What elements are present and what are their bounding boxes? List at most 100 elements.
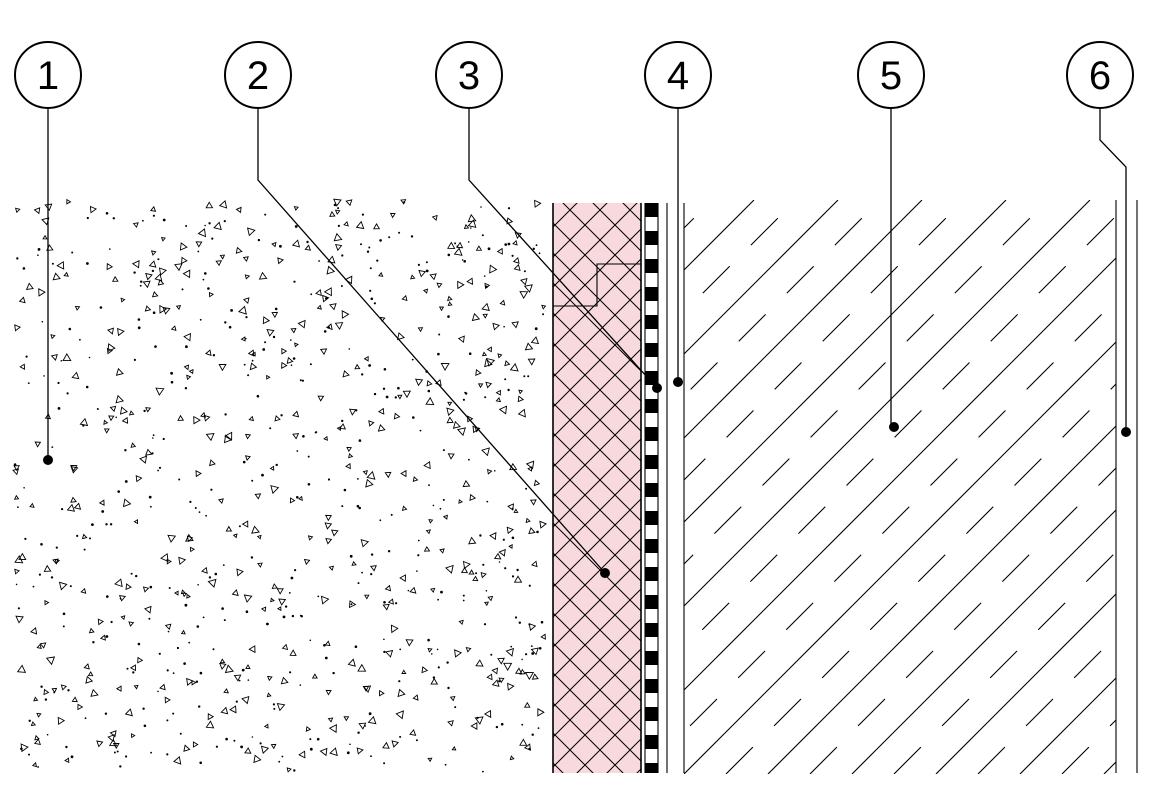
soil-speck [229,705,237,714]
soil-dot [109,248,111,250]
soil-speck [427,647,433,653]
soil-dot [310,293,313,296]
callout-dot-6 [1121,427,1131,437]
soil-dot [504,567,507,570]
soil-speck [505,647,514,657]
soil-speck [519,668,526,675]
soil-dot [361,373,364,376]
soil-speck [401,669,407,674]
soil-speck [131,733,136,739]
soil-speck [89,205,97,214]
soil-dot [143,409,146,413]
soil-dot [179,732,182,735]
soil-speck [266,675,273,682]
soil-speck [518,389,524,395]
soil-speck [244,455,251,461]
soil-speck [364,594,370,600]
soil-speck [280,676,289,685]
soil-speck [523,701,531,708]
membrane-dash [645,231,658,245]
soil-dot [84,717,87,720]
soil-speck [325,323,333,331]
soil-dot [483,275,486,277]
soil-speck [343,716,350,722]
soil-dot [228,325,232,329]
soil-speck [405,639,414,647]
soil-dot [262,348,266,351]
soil-speck [271,241,277,248]
soil-dot [379,239,382,242]
soil-dot [356,504,360,508]
soil-speck [397,688,406,698]
soil-speck [111,275,119,282]
soil-speck [482,313,488,319]
soil-dot [40,543,43,546]
soil-dot [293,769,296,772]
soil-speck [389,212,396,219]
soil-speck [271,311,279,319]
callout-4: 4 [644,41,712,109]
soil-speck [467,213,477,223]
membrane-dash [645,651,658,665]
soil-dot [140,280,143,283]
soil-speck [425,396,435,406]
soil-speck [507,682,515,691]
soil-speck [52,272,61,281]
soil-speck [445,564,454,574]
soil-speck [493,552,502,560]
wall-hatch-line [684,200,923,439]
leader-2 [257,108,606,574]
soil-speck [120,297,126,303]
soil-dot [369,267,372,270]
soil-dot [294,569,297,572]
soil-dot [154,345,157,348]
soil-speck [468,536,477,545]
soil-speck [316,304,322,310]
soil-speck [385,649,394,658]
soil-dot [115,416,117,419]
soil-speck [128,621,135,627]
soil-speck [12,468,20,476]
soil-speck [218,363,227,372]
soil-dot [462,594,465,597]
soil-dot [480,206,482,208]
soil-speck [195,241,203,248]
soil-speck [208,459,216,467]
wall-hatch-dashed-line [893,551,1116,774]
soil-speck [30,721,37,727]
soil-speck [271,583,278,590]
soil-dot [198,705,201,708]
soil-dot [293,280,296,283]
soil-dot [482,563,485,566]
soil-dot [290,576,294,580]
soil-dot [124,480,128,483]
soil-dot [368,712,372,716]
soil-dot [395,602,398,605]
soil-speck [460,566,469,574]
soil-speck [121,416,129,424]
soil-speck [524,342,534,351]
soil-dot [37,766,39,768]
soil-speck [142,280,151,289]
soil-speck [513,508,519,513]
soil-dot [199,761,202,765]
soil-speck [87,671,94,677]
wall-hatch-dashed-line [977,635,1116,774]
soil-speck [36,643,42,649]
soil-speck [397,332,405,341]
soil-speck [251,525,260,534]
soil-dot [264,341,267,344]
soil-speck [50,334,56,340]
soil-speck [225,525,233,532]
callout-dot-1 [43,455,53,465]
soil-speck [328,723,337,734]
soil-speck [382,603,390,611]
soil-speck [319,747,328,757]
soil-dot [133,358,136,361]
soil-speck [453,247,463,256]
soil-dot [397,386,400,390]
callout-dot-5 [889,422,899,432]
soil-speck [31,761,38,768]
soil-dot [235,700,238,703]
